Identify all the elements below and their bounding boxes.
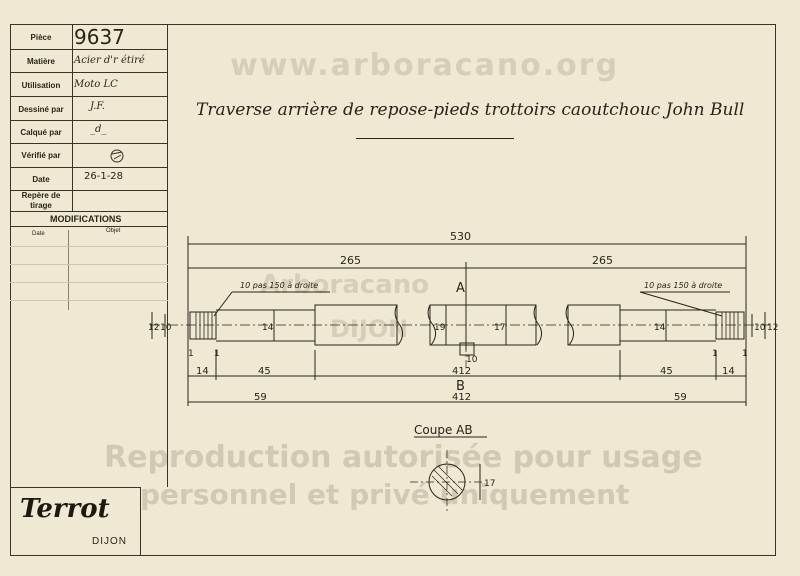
dim-1-left: 1 — [188, 349, 194, 359]
piece-value: 9637 — [74, 25, 125, 49]
dessine-label: Dessiné par — [18, 105, 64, 114]
watermark-stamp-top: Arboracano — [260, 270, 430, 300]
terrot-logo: Terrot — [20, 494, 110, 524]
coupe-ab-label: Coupe AB — [414, 423, 473, 437]
dim-412-b: 412 — [452, 392, 471, 403]
repere-label: Repère de tirage — [21, 191, 61, 210]
terrot-city: DIJON — [92, 536, 127, 547]
dessine-value: J.F. — [90, 101, 105, 112]
dim-59-right: 59 — [674, 392, 687, 403]
watermark-stamp-bottom: DIJON — [330, 315, 409, 343]
dim-10: 10 — [466, 355, 478, 365]
dia-12-left: 12 — [148, 323, 159, 333]
dim-45-right: 45 — [660, 366, 673, 377]
modifications-date-col: Date — [32, 231, 45, 237]
modifications-heading: MODIFICATIONS — [50, 214, 122, 224]
dim-1-right: 1 — [712, 349, 718, 359]
matiere-value: Acier d'r étiré — [74, 55, 145, 66]
utilisation-value: Moto LC — [74, 79, 118, 90]
watermark-line2: personnel et privé uniquement — [140, 478, 630, 511]
drawing-frame — [10, 24, 776, 556]
dim-412-a: 412 — [452, 366, 471, 377]
calque-value: _d_ — [90, 124, 107, 135]
dim-265-right: 265 — [592, 254, 613, 267]
drawing-title: Traverse arrière de repose-pieds trottoi… — [196, 100, 745, 120]
dim-14-left: 14 — [196, 366, 209, 377]
dim-59-left: 59 — [254, 392, 267, 403]
dim-530: 530 — [450, 230, 471, 243]
dia-10-left: 10 — [160, 323, 172, 333]
logo-box: Terrot DIJON — [10, 487, 141, 556]
dia-14-right: 14 — [654, 323, 666, 333]
utilisation-label: Utilisation — [21, 81, 61, 90]
dim-1-left2: 1 — [214, 349, 220, 359]
dia-14-left: 14 — [262, 323, 274, 333]
dim-1-right2: 1 — [742, 349, 748, 359]
thread-left — [189, 311, 217, 340]
calque-label: Calqué par — [20, 128, 62, 137]
dia-10-right: 10 — [754, 323, 766, 333]
section-a: A — [456, 281, 465, 296]
thread-left-label: 10 pas 150 à droite — [240, 281, 318, 290]
watermark-site: www.arboracano.org — [230, 48, 620, 83]
dia-19: 19 — [434, 323, 446, 333]
dia-12-right: 12 — [767, 323, 778, 333]
dia-17: 17 — [494, 323, 505, 333]
date-label: Date — [32, 175, 50, 184]
modifications-block: MODIFICATIONS Date Objet — [10, 212, 168, 487]
dim-14-right: 14 — [722, 366, 735, 377]
shaft-section-right — [567, 304, 621, 346]
section-b: B — [456, 379, 465, 394]
modifications-objet-col: Objet — [106, 228, 121, 234]
title-underline — [356, 138, 514, 139]
verifie-label: Vérifié par — [21, 151, 61, 160]
piece-label: Pièce — [30, 33, 52, 42]
dim-45-left: 45 — [258, 366, 271, 377]
verifier-signature — [110, 149, 124, 163]
matiere-label: Matière — [26, 57, 55, 66]
date-value: 26-1-28 — [84, 171, 124, 182]
coupe-dia-17: 17 — [484, 479, 495, 489]
thread-right-label: 10 pas 150 à droite — [644, 281, 722, 290]
title-block: Pièce 9637 Matière Acier d'r étiré Utili… — [10, 24, 168, 212]
watermark-line1: Reproduction autorisée pour usage — [104, 440, 703, 475]
dim-265-left: 265 — [340, 254, 361, 267]
